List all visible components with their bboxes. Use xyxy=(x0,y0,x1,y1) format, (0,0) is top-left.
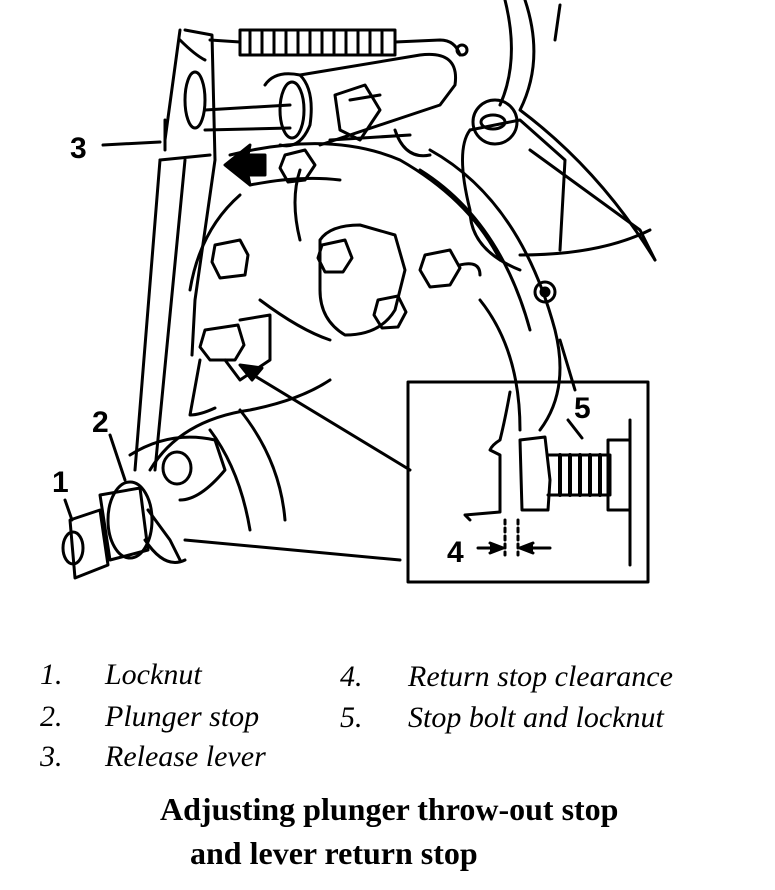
plunger-stop-assembly xyxy=(61,435,227,580)
caption-line-2: and lever return stop xyxy=(190,835,478,871)
stop-bracket xyxy=(188,313,272,417)
transmission-housing xyxy=(418,0,657,432)
callout-4: 4 xyxy=(447,536,464,569)
callout-3-leader xyxy=(101,140,162,147)
legend-1-label: Locknut xyxy=(105,658,202,691)
callout-5: 5 xyxy=(574,392,591,425)
inset-detail xyxy=(406,380,650,584)
clutch-linkage-illustration: 3 2 1 5 4 xyxy=(52,0,657,584)
callout-2-leader xyxy=(108,433,127,482)
motion-arrow xyxy=(223,143,267,187)
legend-5-number: 5. xyxy=(340,701,363,734)
legend-4-number: 4. xyxy=(340,660,363,693)
callout-1-leader xyxy=(63,498,74,522)
inset-pointer-line xyxy=(243,368,412,472)
callout-3: 3 xyxy=(70,132,87,165)
callout-1: 1 xyxy=(52,466,69,499)
legend-5-label: Stop bolt and locknut xyxy=(408,701,664,734)
legend-2-label: Plunger stop xyxy=(105,700,260,733)
legend-1-number: 1. xyxy=(40,658,63,691)
legend-3-number: 3. xyxy=(40,740,63,773)
callout-2: 2 xyxy=(92,406,109,439)
pivot-shaft xyxy=(203,52,458,158)
bellhousing xyxy=(148,142,502,562)
legend-2-number: 2. xyxy=(40,700,63,733)
caption-line-1: Adjusting plunger throw-out stop xyxy=(160,791,619,827)
release-lever-shape xyxy=(133,28,217,472)
bolts xyxy=(198,148,482,362)
legend-4-label: Return stop clearance xyxy=(408,660,673,693)
inset-pointer-arrowhead xyxy=(238,363,264,382)
return-spring xyxy=(208,28,469,57)
legend-3-label: Release lever xyxy=(105,740,266,773)
